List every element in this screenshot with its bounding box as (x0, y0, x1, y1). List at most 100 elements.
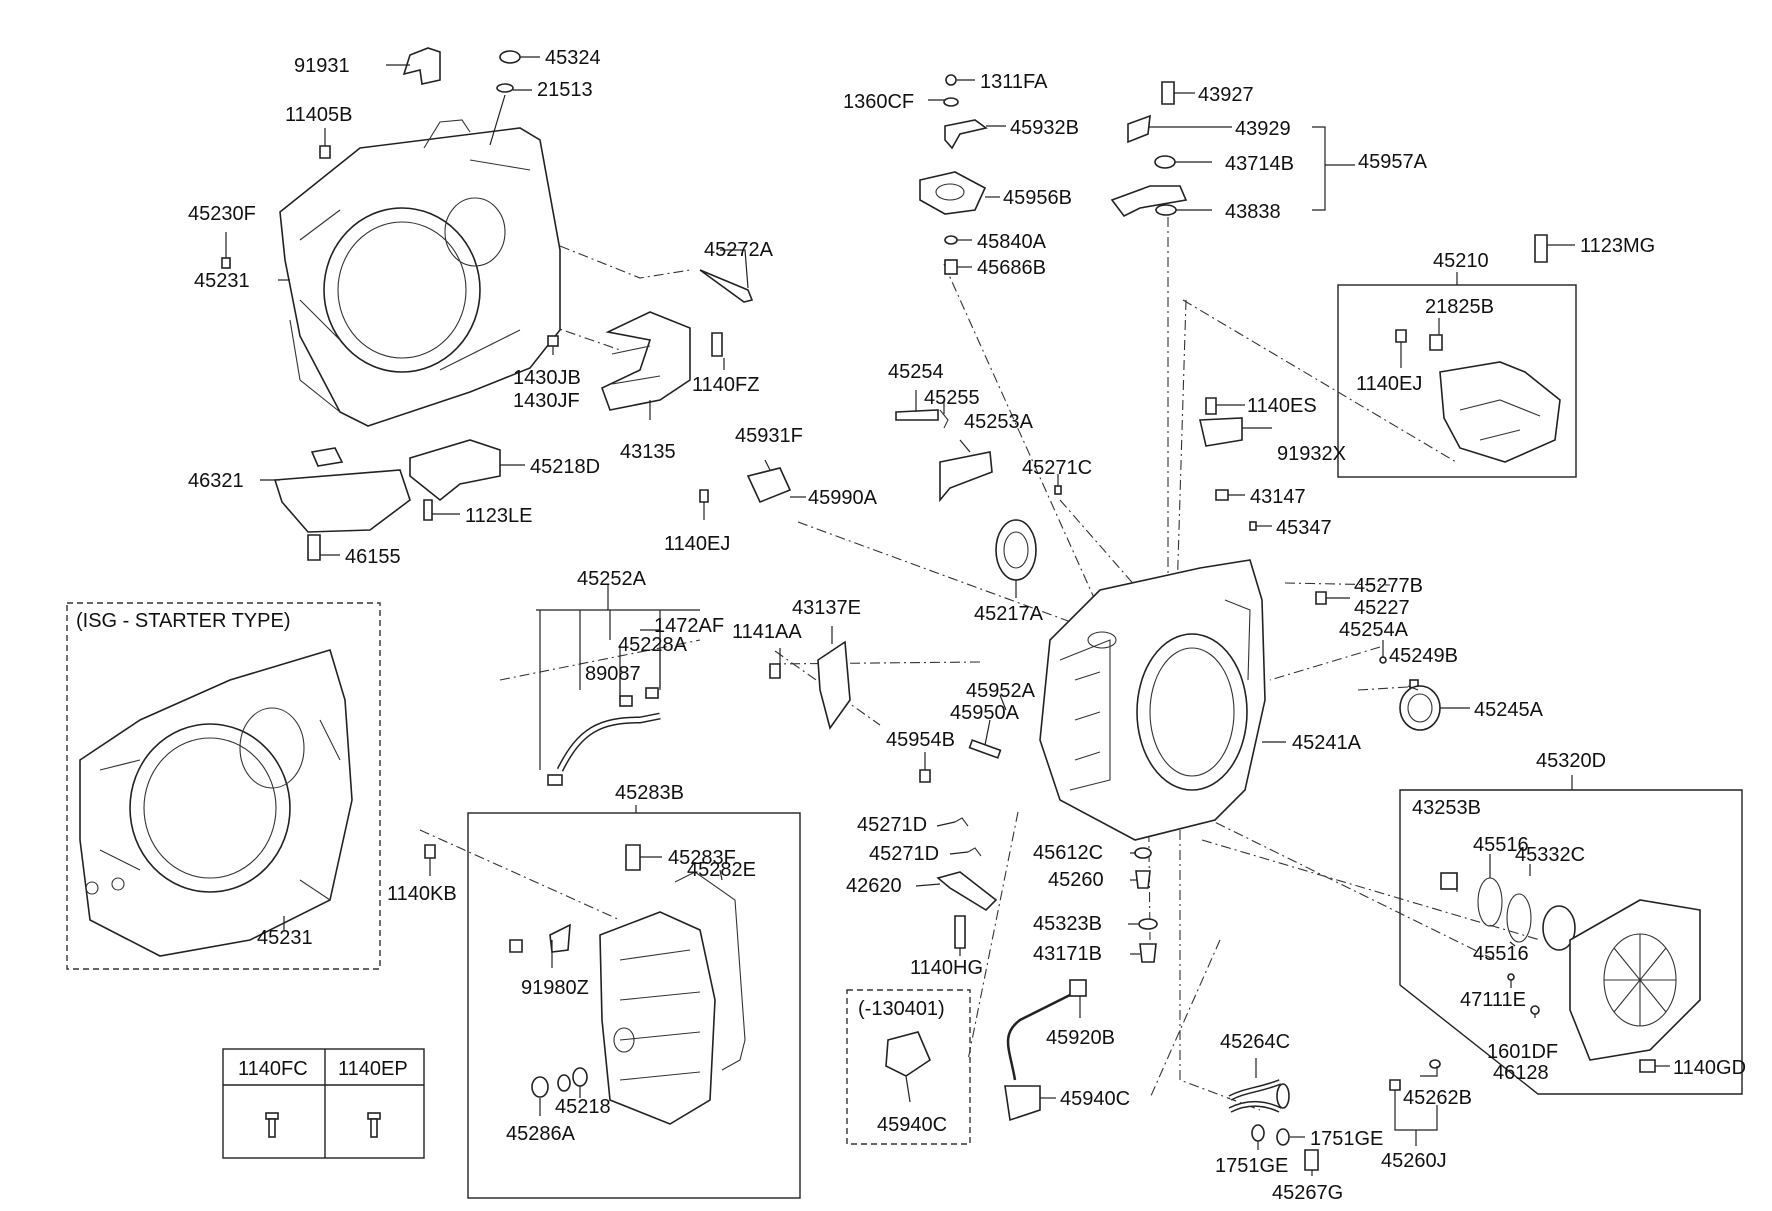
label-45230f: 45230F (188, 203, 256, 225)
label-45323b: 45323B (1033, 913, 1102, 935)
oil-pan-frame (467, 812, 801, 1199)
washer-45323b (1138, 918, 1158, 930)
bolt-43927 (1161, 81, 1175, 105)
label-45952a: 45952A (966, 680, 1036, 702)
washer-1751ge-a (1251, 1124, 1265, 1142)
pin-47111e (1507, 973, 1515, 981)
label-130401: (-130401) (858, 998, 945, 1020)
shield-43137e (817, 640, 851, 730)
label-45217a: 45217A (974, 603, 1044, 625)
bolt-45283f (625, 844, 641, 871)
lever-45932b (944, 119, 988, 150)
label-1140ej-lower: 1140EJ (664, 533, 730, 555)
shield-43135 (600, 311, 691, 411)
label-1140kb: 1140KB (387, 883, 457, 905)
label-45231-isg: 45231 (257, 927, 313, 949)
shaft-45254 (895, 409, 939, 421)
pipe-45272a (699, 269, 754, 303)
table-header-1140ep: 1140EP (338, 1058, 408, 1080)
label-45956b: 45956B (1003, 187, 1072, 209)
seal-43253b (1440, 872, 1458, 890)
washer-45262b (1429, 1059, 1441, 1069)
nut-1311fa (945, 74, 957, 86)
bolt-45277b (1315, 591, 1327, 605)
lever-43838 (1110, 185, 1188, 218)
label-91931: 91931 (294, 55, 350, 77)
plug-45271c (1054, 485, 1062, 495)
callout-labels: 91931 45324 21513 11405B 45230F 45231 45… (76, 47, 1746, 1204)
label-45260: 45260 (1048, 869, 1104, 891)
label-1751ge-right: 1751GE (1310, 1128, 1383, 1150)
label-45283f: 45283F (668, 847, 736, 869)
bolt-45954b (919, 769, 931, 783)
oil-pan-45282e (599, 871, 746, 1125)
label-45347: 45347 (1276, 517, 1332, 539)
label-45262b: 45262B (1403, 1087, 1472, 1109)
label-45267g: 45267G (1272, 1182, 1343, 1204)
sensor-45940c (1004, 979, 1087, 1122)
label-1140es: 1140ES (1247, 395, 1317, 417)
washer-1360cf (943, 97, 959, 107)
label-45931f: 45931F (735, 425, 803, 447)
bracket-45218d (409, 439, 501, 502)
bolt-91980z (509, 939, 523, 953)
label-45253a: 45253A (964, 411, 1034, 433)
label-46128: 46128 (1493, 1062, 1549, 1084)
label-1140fz: 1140FZ (692, 374, 759, 396)
bracket-91980z (549, 923, 571, 953)
bracket-45210 (1439, 361, 1561, 463)
label-45840a: 45840A (977, 231, 1047, 253)
label-11405b: 11405B (285, 104, 352, 126)
bushing-43714b (1154, 155, 1176, 169)
washer-43838 (1155, 204, 1177, 216)
plug-45286a (531, 1076, 549, 1098)
label-1430jb: 1430JB (513, 367, 581, 389)
label-45516-b: 45516 (1473, 943, 1529, 965)
bolt-46155 (307, 534, 321, 561)
label-45271d-a: 45271D (857, 814, 927, 836)
label-42620: 42620 (846, 875, 902, 897)
seal-45840a (944, 235, 958, 245)
label-47111e: 47111E (1460, 989, 1526, 1011)
bolt-table-frame (222, 1048, 425, 1159)
label-43714b: 43714B (1225, 153, 1294, 175)
sensor-45940c-variant (885, 1031, 931, 1077)
rear-cover (1569, 899, 1701, 1061)
label-43838: 43838 (1225, 201, 1281, 223)
label-1123mg: 1123MG (1580, 235, 1655, 257)
label-45228a: 45228A (618, 634, 688, 656)
label-45932b: 45932B (1010, 117, 1079, 139)
label-45241a: 45241A (1292, 732, 1362, 754)
label-45612c: 45612C (1033, 842, 1103, 864)
label-91932x: 91932X (1277, 443, 1346, 465)
plug-45324 (499, 50, 521, 64)
label-43135: 43135 (620, 441, 676, 463)
bolt-1140kb (424, 844, 436, 859)
frames (66, 284, 1743, 1199)
pin-1601df (1530, 1005, 1540, 1015)
bracket-91931 (402, 47, 441, 85)
label-45283b: 45283B (615, 782, 684, 804)
clip-45271d-b (967, 847, 982, 857)
label-45332c: 45332C (1515, 844, 1585, 866)
bolt-1140ej-upper (1395, 329, 1407, 343)
hose-45252a (547, 687, 661, 786)
label-45940c-variant: 45940C (877, 1114, 947, 1136)
label-45516-a: 45516 (1473, 834, 1529, 856)
pin-1430jb (547, 335, 559, 347)
label-45271c: 45271C (1022, 457, 1092, 479)
label-45957a: 45957A (1358, 151, 1428, 173)
bolt-43147 (1215, 489, 1229, 501)
label-45264c: 45264C (1220, 1031, 1290, 1053)
label-1141aa: 1141AA (732, 621, 802, 643)
bracket-45931f (746, 467, 792, 504)
plug-45347 (1249, 521, 1257, 531)
label-45920b: 45920B (1046, 1027, 1115, 1049)
label-isg-starter-type: (ISG - STARTER TYPE) (76, 610, 290, 632)
label-1140hg: 1140HG (910, 957, 983, 979)
isg-starter-frame (66, 602, 381, 970)
label-45249b: 45249B (1389, 645, 1458, 667)
washer-45218-b (572, 1067, 588, 1087)
label-45320d: 45320D (1536, 750, 1606, 772)
bolt-1140fc-icon (265, 1112, 279, 1138)
